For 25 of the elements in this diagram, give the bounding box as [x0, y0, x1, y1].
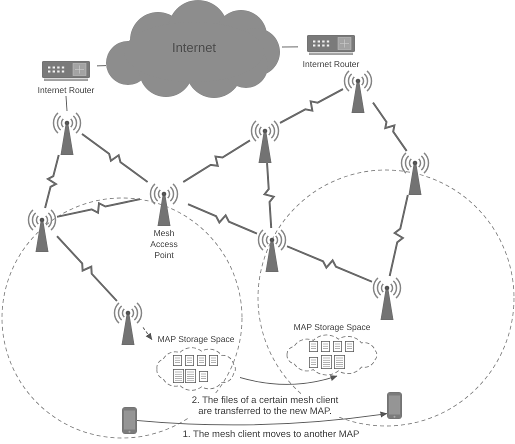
wireless-link: [372, 102, 408, 152]
storage-label: MAP Storage Space: [292, 322, 372, 332]
wireless-link: [188, 203, 258, 235]
wireless-link: [44, 154, 60, 208]
arrow: [240, 375, 338, 385]
router-label: Internet Router: [36, 85, 96, 95]
wireless-link: [182, 140, 251, 183]
connector-line: [282, 46, 298, 48]
wireless-link: [286, 245, 372, 283]
edge-label: 2. The files of a certain mesh client are transferred to the new MAP.: [187, 395, 343, 417]
connector-line: [66, 96, 68, 112]
storage-label: MAP Storage Space: [156, 334, 236, 344]
node-label: Mesh Access Point: [149, 228, 179, 261]
arrow: [136, 411, 388, 426]
router-label: Internet Router: [302, 59, 360, 69]
wireless-link: [56, 198, 140, 218]
connector-line: [96, 65, 106, 66]
wireless-link: [81, 133, 148, 183]
wireless-link: [262, 162, 276, 228]
wireless-link: [388, 194, 409, 276]
edge-label: 1. The mesh client moves to another MAP: [180, 429, 362, 440]
wireless-link: [56, 236, 118, 302]
wireless-link: [280, 88, 344, 124]
cloud-label: Internet: [172, 40, 216, 54]
dashed-arrow: [142, 326, 152, 340]
